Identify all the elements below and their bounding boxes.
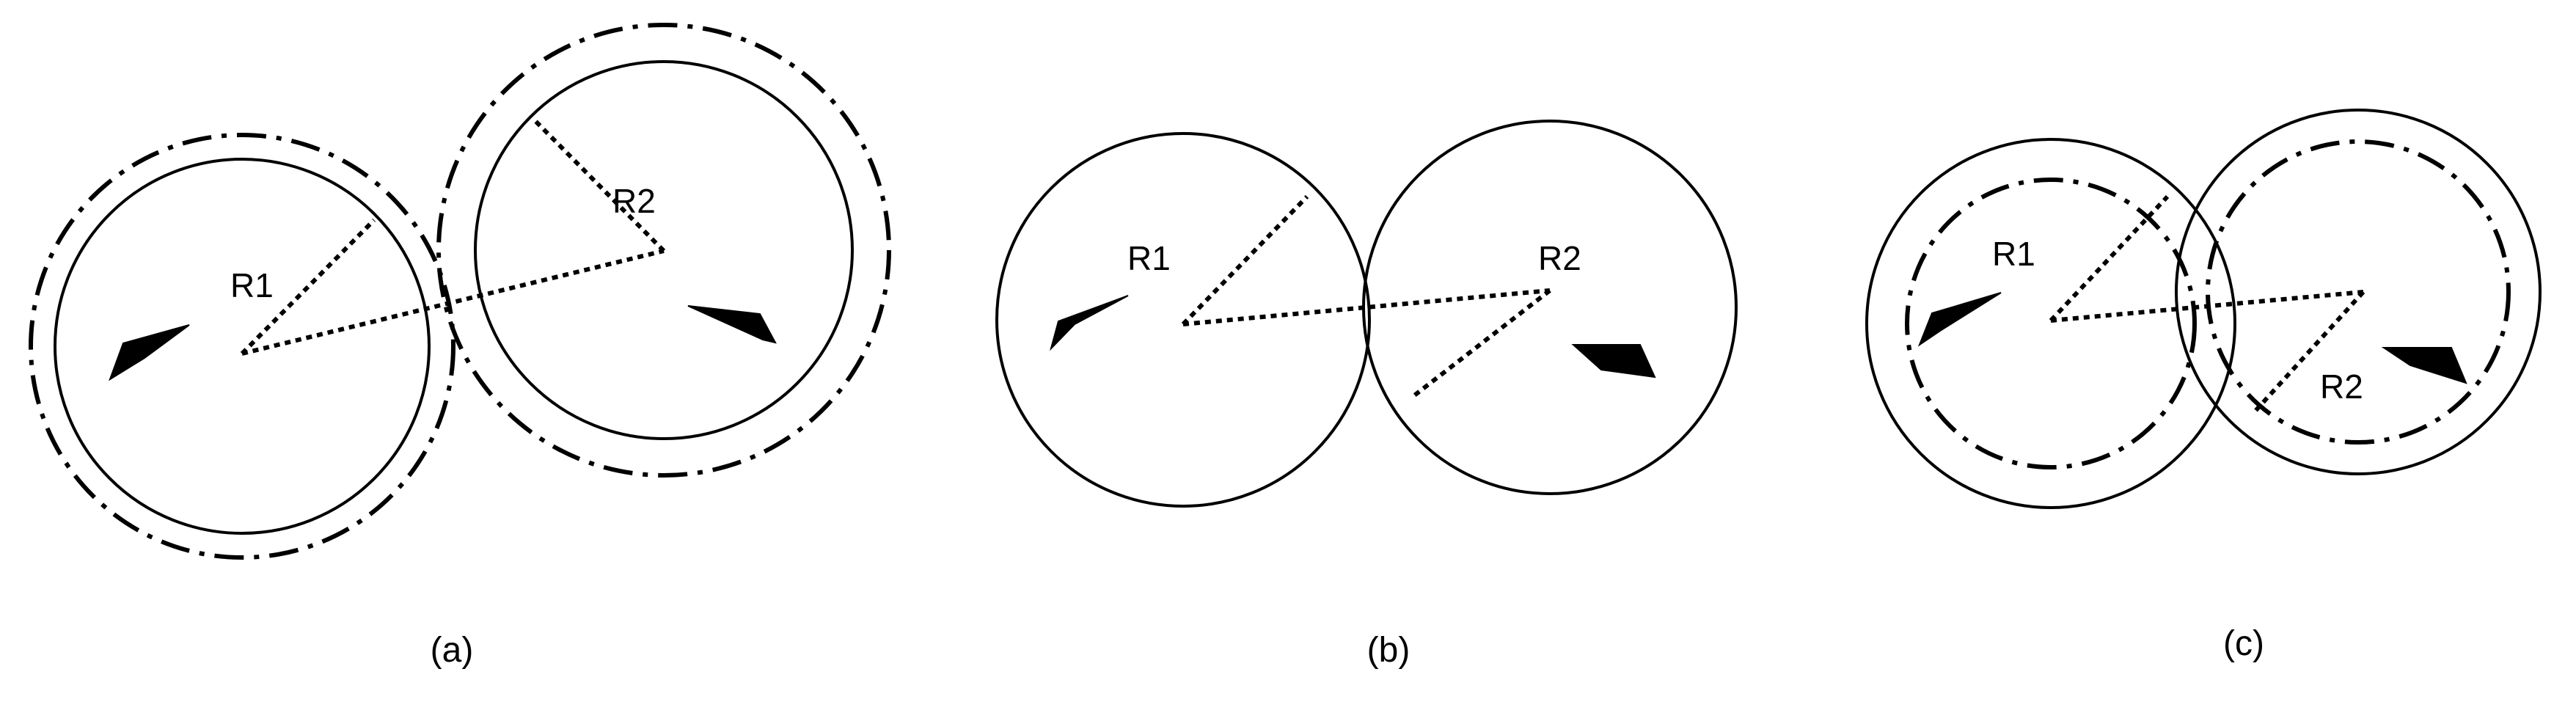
radius-line-2	[533, 119, 666, 253]
ship-2-icon	[687, 305, 777, 344]
panel-caption-b: (b)	[1367, 631, 1410, 670]
radius-label-1: R1	[230, 266, 274, 304]
radius-line-1	[2049, 194, 2170, 323]
radius-line-2	[2253, 290, 2365, 413]
inner-domain-circle-1	[1905, 178, 2197, 469]
ship-1-icon	[109, 324, 190, 381]
ship-domain-circle-1	[54, 158, 431, 535]
ship-1-icon	[1050, 295, 1129, 351]
panel-b: R1 R2 (b)	[995, 120, 1738, 670]
radius-label-2: R2	[2320, 368, 2363, 406]
ship-2-icon	[2381, 347, 2467, 384]
panel-caption-a: (a)	[431, 631, 474, 670]
radius-label-1: R1	[1127, 239, 1171, 277]
radius-label-2: R2	[612, 182, 656, 220]
ship-domain-circle-2	[474, 60, 854, 440]
radius-label-1: R1	[1992, 235, 2035, 273]
center-connector-line	[2050, 290, 2364, 323]
ship-domain-circle-2	[1362, 120, 1738, 495]
ship-2-icon	[1571, 344, 1656, 379]
panel-a: R1 R2 (a)	[29, 23, 891, 670]
radius-label-2: R2	[1538, 239, 1581, 277]
ship-domain-circle-1	[1865, 138, 2236, 509]
radius-line-1	[1181, 194, 1309, 326]
outer-domain-circle-2	[436, 23, 891, 478]
radius-line-2	[1412, 288, 1551, 398]
inner-domain-circle-2	[2206, 139, 2511, 445]
panel-c: R1 R2 (c)	[1865, 109, 2542, 663]
ship-domain-circle-2	[2175, 109, 2542, 475]
radius-line-1	[240, 218, 376, 356]
ship-1-icon	[1917, 292, 2002, 347]
panel-caption-c: (c)	[2223, 624, 2264, 663]
outer-domain-circle-1	[29, 133, 455, 560]
center-connector-line	[241, 249, 665, 356]
ship-domain-circle-1	[995, 132, 1371, 508]
